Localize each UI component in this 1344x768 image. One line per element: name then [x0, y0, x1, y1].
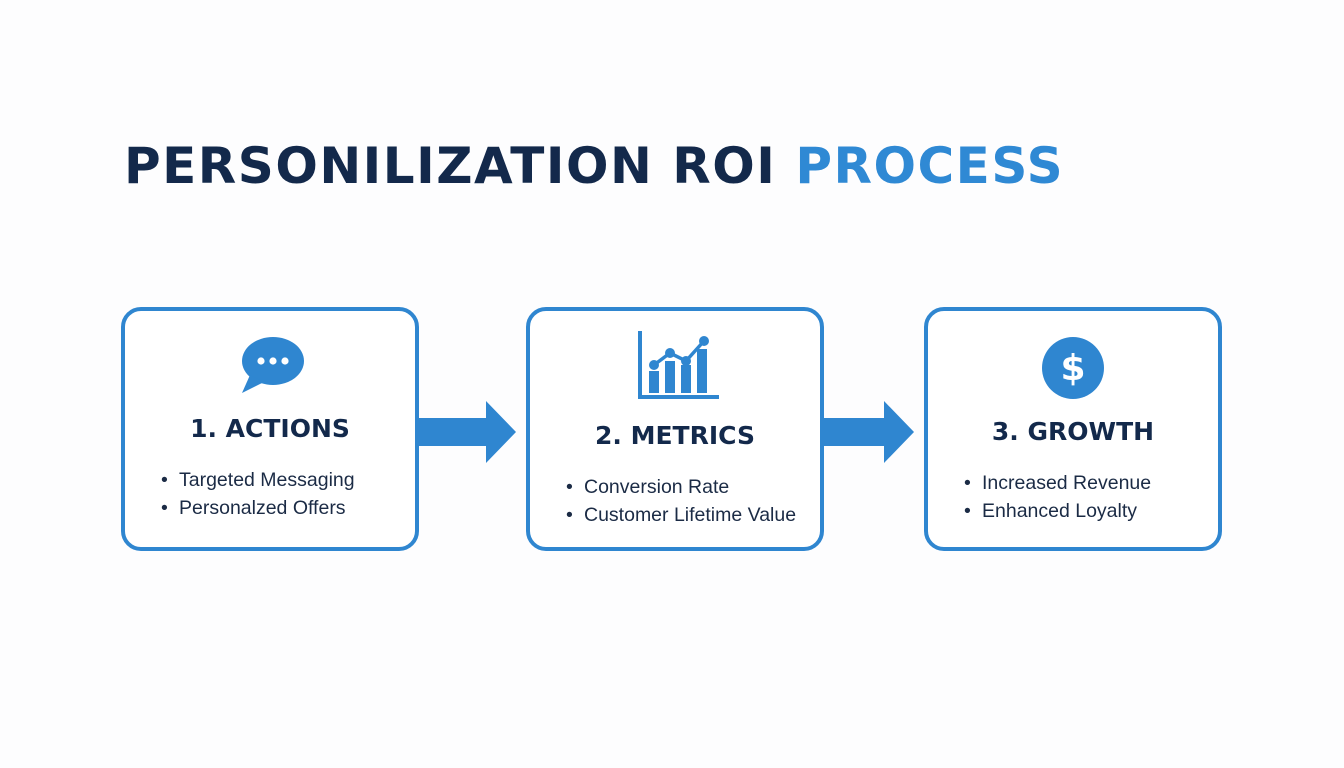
svg-text:$: $ [1060, 348, 1085, 389]
step-title: 2. METRICS [595, 421, 755, 450]
step-box-metrics: 2. METRICS Conversion Rate Customer Life… [526, 307, 824, 551]
bullet-item: Increased Revenue [964, 469, 1151, 497]
chat-bubble-icon [242, 337, 304, 393]
bullet-item: Targeted Messaging [161, 466, 355, 494]
step-bullet-list: Targeted Messaging Personalzed Offers [161, 466, 355, 522]
step-title: 1. ACTIONS [190, 414, 350, 443]
step-box-growth: $ 3. GROWTH Increased Revenue Enhanced L… [924, 307, 1222, 551]
diagram-title: PERSONILIZATION ROI PROCESS [124, 136, 1064, 196]
bullet-item: Enhanced Loyalty [964, 497, 1151, 525]
title-main: PERSONILIZATION ROI [124, 137, 777, 195]
bullet-item: Customer Lifetime Value [566, 501, 796, 529]
step-title: 3. GROWTH [991, 417, 1155, 446]
arrow-right-icon [824, 401, 914, 463]
step-bullet-list: Conversion Rate Customer Lifetime Value [566, 473, 796, 529]
step-box-actions: 1. ACTIONS Targeted Messaging Personalze… [121, 307, 419, 551]
bullet-item: Conversion Rate [566, 473, 796, 501]
bar-chart-trend-icon [638, 331, 719, 399]
bullet-item: Personalzed Offers [161, 494, 355, 522]
dollar-coin-icon: $ [1042, 337, 1104, 399]
arrow-right-icon [418, 401, 516, 463]
step-bullet-list: Increased Revenue Enhanced Loyalty [964, 469, 1151, 525]
title-accent: PROCESS [795, 137, 1065, 195]
